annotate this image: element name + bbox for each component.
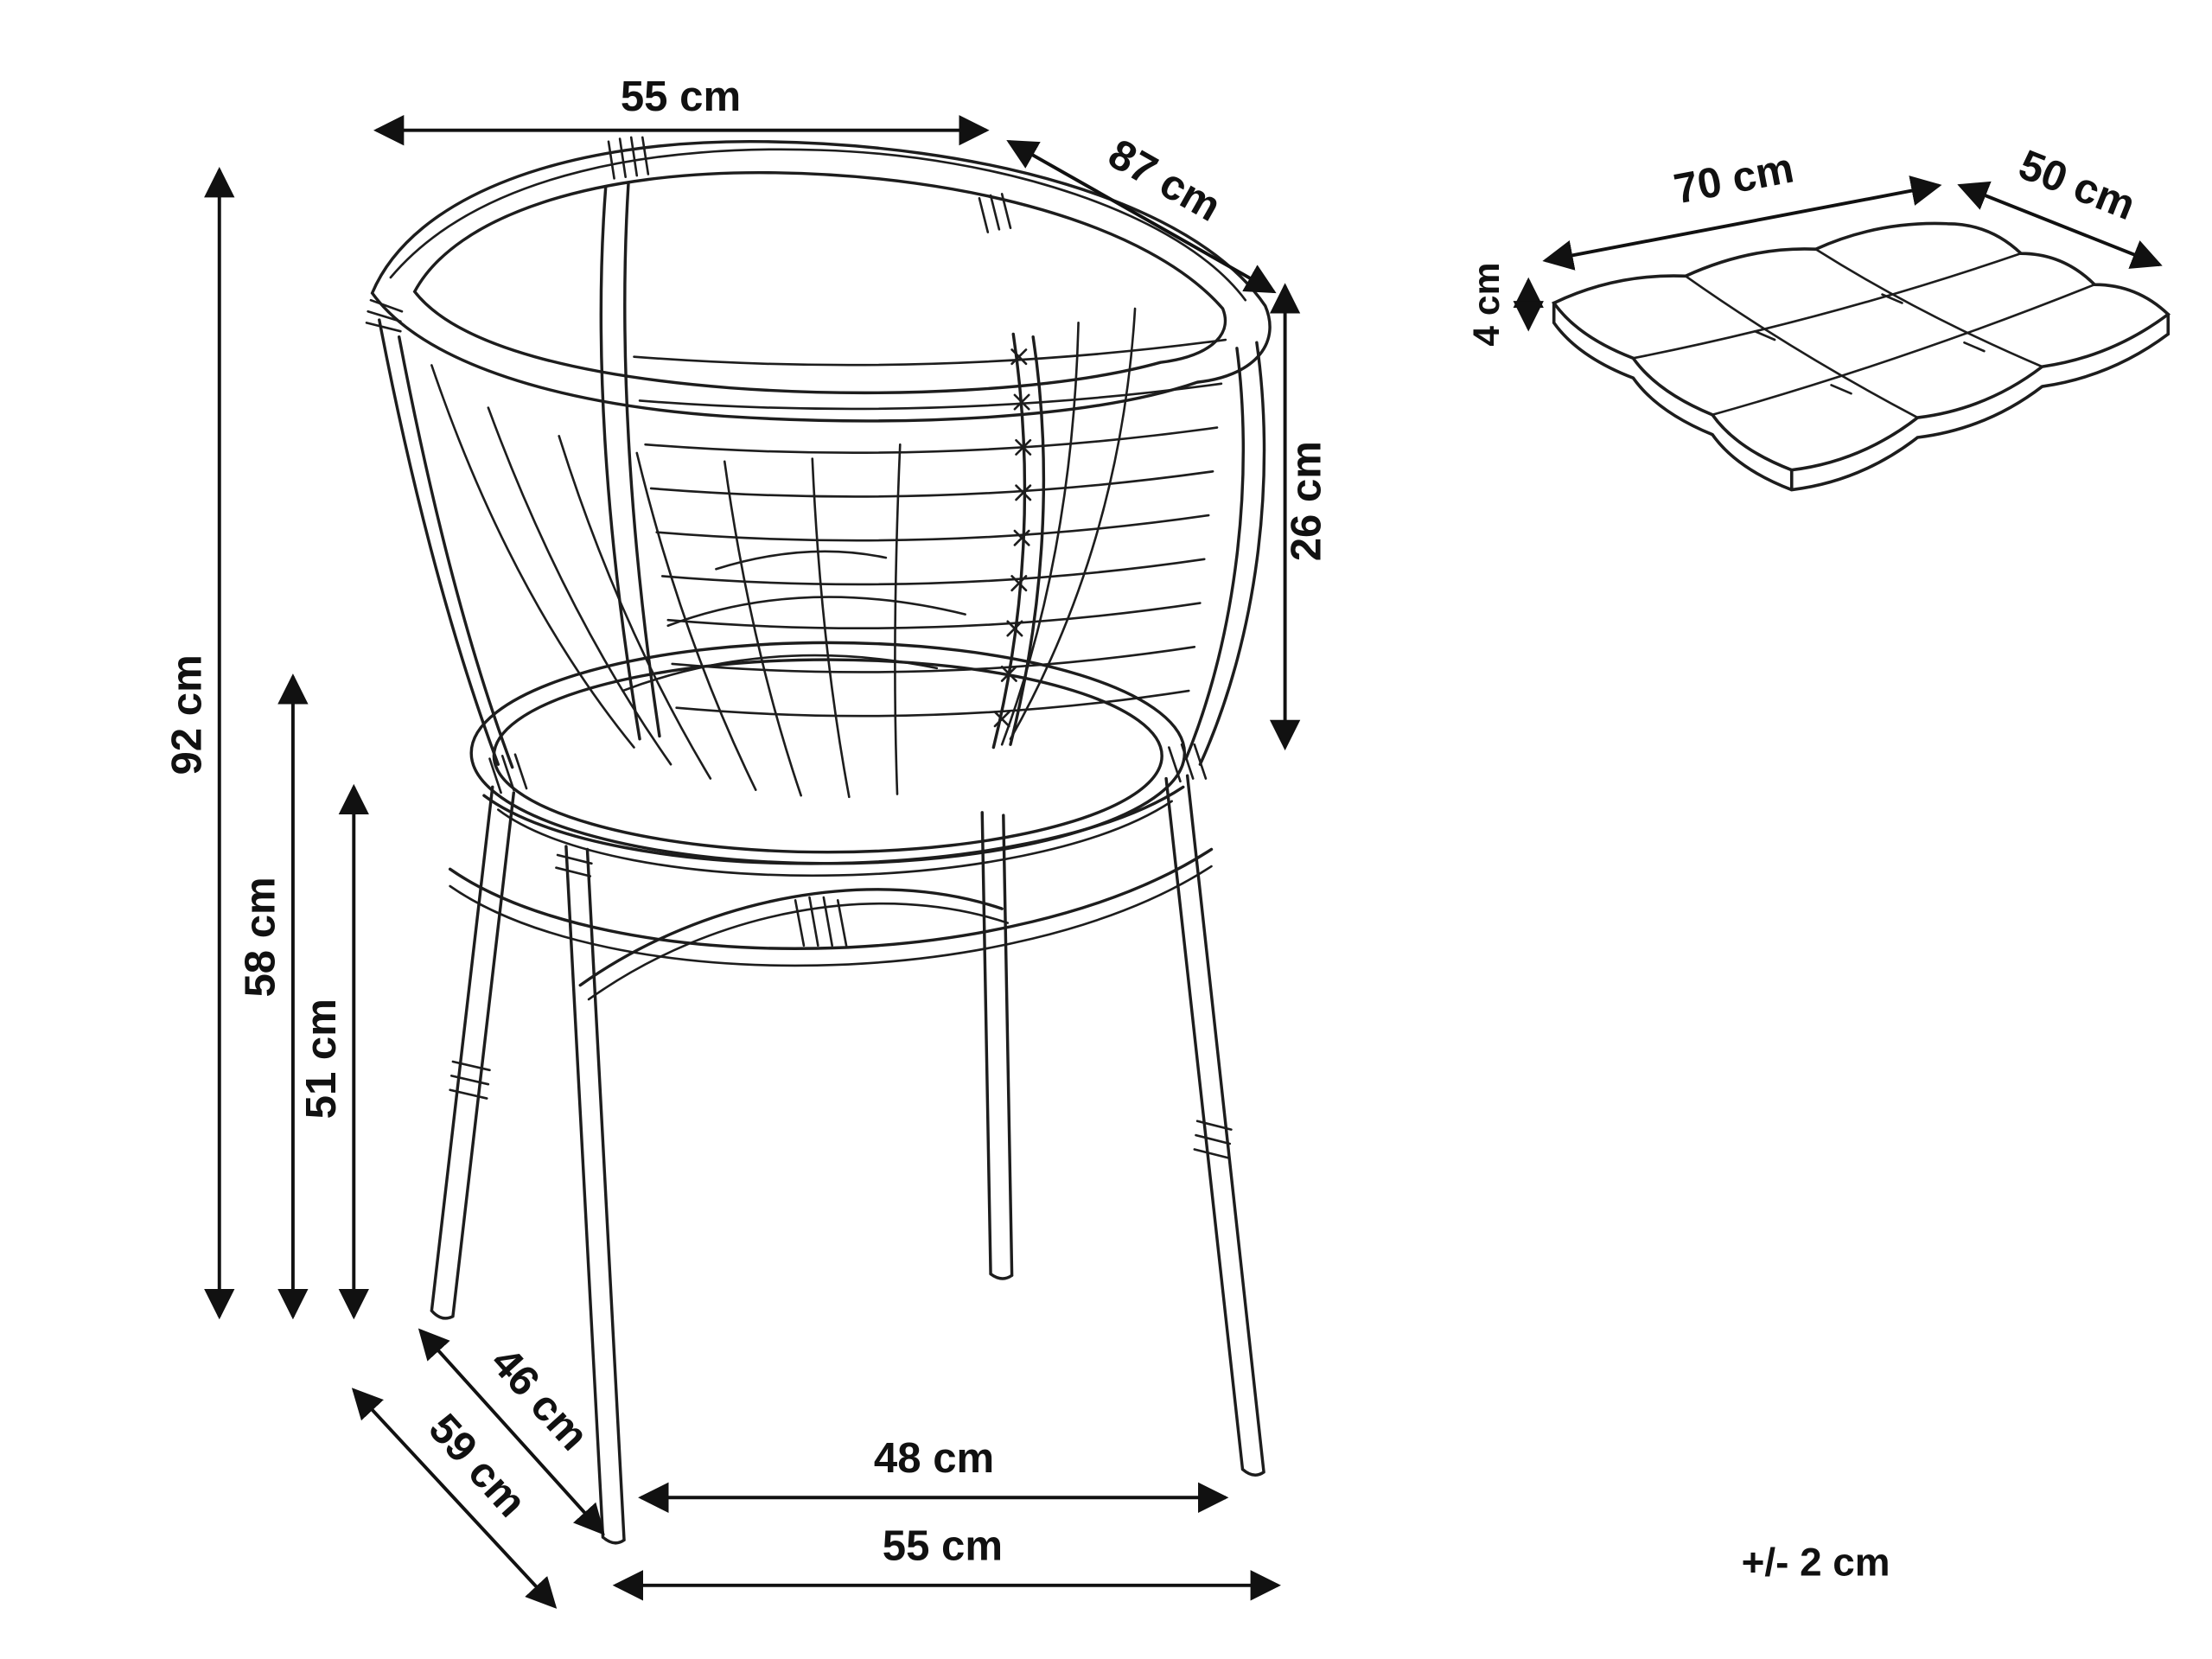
dim-base-depth: 59 cm — [351, 1388, 558, 1609]
cushion-quilt-seams — [1632, 247, 2096, 419]
dim-armrest-height: 58 cm — [238, 673, 309, 1320]
dim-cushion-depth: 50 cm — [1957, 142, 2163, 269]
cushion-outline — [1551, 221, 2171, 472]
dim-cushion-width: 70 cm — [1542, 144, 1942, 271]
cushion-side-thickness — [1552, 301, 2171, 492]
dim-base-depth-label: 59 cm — [419, 1406, 534, 1527]
dim-top-width-label: 55 cm — [621, 73, 741, 120]
tolerance-note: +/- 2 cm — [1742, 1540, 1890, 1584]
chair-legs — [430, 774, 1265, 1545]
chair-wrap-bindings — [365, 136, 1233, 1159]
dim-backrest-height: 26 cm — [1269, 283, 1330, 751]
dim-cushion-width-label: 70 cm — [1670, 144, 1797, 213]
chair-back-slats — [633, 338, 1227, 718]
chair-line-art — [365, 136, 1272, 1545]
dim-seat-height-label: 51 cm — [298, 999, 345, 1119]
dim-inner-width: 48 cm — [638, 1435, 1229, 1513]
chair-stretchers — [448, 847, 1214, 1001]
dim-base-width-label: 55 cm — [883, 1522, 1003, 1569]
dim-seat-height: 51 cm — [298, 783, 369, 1320]
chair-arm-edges — [378, 318, 1266, 769]
dim-overall-height: 92 cm — [163, 167, 235, 1320]
dim-cushion-thickness: 4 cm — [1466, 263, 1544, 347]
dim-armrest-height-label: 58 cm — [238, 877, 284, 997]
cushion-tuft-creases — [1753, 293, 1986, 395]
chair-seat-cushion-lines — [622, 550, 966, 692]
chair-seat-ring — [469, 641, 1187, 877]
dim-backrest-height-label: 26 cm — [1284, 441, 1330, 561]
chair-back-fan-left — [430, 364, 902, 799]
dim-inner-width-label: 48 cm — [874, 1435, 994, 1482]
dim-cushion-depth-label: 50 cm — [2012, 142, 2141, 230]
dim-cushion-thickness-label: 4 cm — [1466, 263, 1508, 347]
dim-base-width: 55 cm — [612, 1522, 1281, 1601]
chair-back-posts — [599, 182, 1137, 750]
dim-overall-height-label: 92 cm — [163, 654, 210, 775]
dim-top-width: 55 cm — [373, 73, 990, 146]
dim-inner-depth-label: 46 cm — [481, 1339, 596, 1460]
cushion-line-art — [1551, 221, 2171, 492]
dim-overall-depth-label: 87 cm — [1100, 131, 1228, 231]
